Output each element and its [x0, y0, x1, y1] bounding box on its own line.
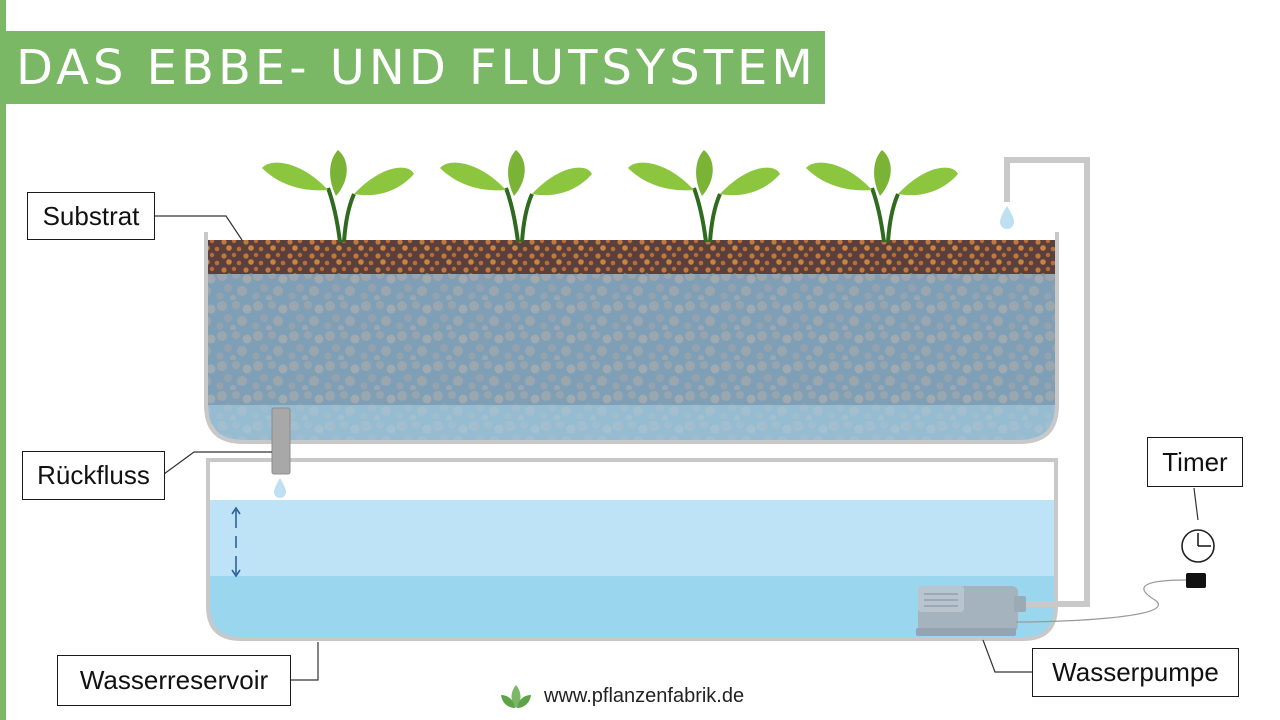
- timer-clock-icon: [1181, 529, 1215, 563]
- leaf-icon: [532, 167, 592, 196]
- reservoir-outline: [206, 458, 1058, 641]
- leaf-logo-icon: [501, 685, 531, 708]
- leaf-icon: [354, 167, 414, 196]
- pump-label-text: Wasserpumpe: [1052, 657, 1219, 687]
- tray-water-layer: [208, 405, 1055, 440]
- footer-url: www.pflanzenfabrik.de: [544, 684, 745, 707]
- leaf-icon: [898, 167, 958, 196]
- supply-pipe: [1000, 157, 1090, 607]
- reservoir-water-lower: [208, 576, 1056, 638]
- reservoir-label: Wasserreservoir: [57, 655, 291, 706]
- leaf-icon: [440, 162, 506, 191]
- seedling-3: [628, 150, 780, 243]
- seedling-1: [262, 150, 414, 243]
- substrate-soil-layer: [208, 240, 1055, 276]
- timer-plug-icon: [1186, 573, 1206, 588]
- leaf-icon: [262, 162, 328, 191]
- seedling-2: [440, 150, 592, 243]
- supply-water-drop-icon: [1000, 206, 1014, 229]
- timer-leader-line: [1193, 487, 1199, 521]
- water-pump-icon: [916, 586, 1026, 636]
- return-flow-pipe: [271, 407, 291, 498]
- return-water-drop-icon: [274, 478, 286, 498]
- return-flow-label: Rückfluss: [22, 451, 165, 500]
- leaf-icon: [874, 150, 891, 196]
- substrate-label: Substrat: [27, 192, 155, 240]
- seedling-4: [806, 150, 958, 243]
- accent-left-bar: [0, 0, 6, 720]
- reservoir-leader-line: [291, 642, 319, 681]
- reservoir-label-text: Wasserreservoir: [79, 665, 269, 695]
- pump-leader-line: [982, 639, 1032, 673]
- timer-label-text: Timer: [1162, 446, 1228, 477]
- plant-seedlings: [262, 150, 958, 243]
- return-flow-label-text: Rückfluss: [37, 460, 150, 490]
- substrate-leader-line: [154, 215, 243, 241]
- page-title: DAS EBBE- UND FLUTSYSTEM: [16, 39, 817, 96]
- timer-label: Timer: [1147, 437, 1243, 487]
- pump-label: Wasserpumpe: [1032, 648, 1239, 697]
- leaf-icon: [628, 162, 694, 191]
- leaf-icon: [508, 150, 525, 196]
- label-leader-lines: [154, 215, 1199, 681]
- leaf-icon: [330, 150, 347, 196]
- upper-tray: [204, 232, 1059, 444]
- reservoir-water-upper: [208, 500, 1056, 578]
- water-level-arrow-icon: [231, 506, 241, 578]
- tray-outline: [204, 232, 1059, 444]
- pump-power-cable: [1015, 579, 1187, 623]
- leaf-icon: [720, 167, 780, 196]
- water-reservoir: [206, 458, 1058, 641]
- title-banner: DAS EBBE- UND FLUTSYSTEM: [0, 31, 825, 104]
- leaf-icon: [696, 150, 713, 196]
- leaf-icon: [806, 162, 872, 191]
- footer: www.pflanzenfabrik.de: [500, 680, 744, 712]
- return-flow-leader-line: [163, 451, 272, 475]
- substrate-label-text: Substrat: [42, 200, 140, 231]
